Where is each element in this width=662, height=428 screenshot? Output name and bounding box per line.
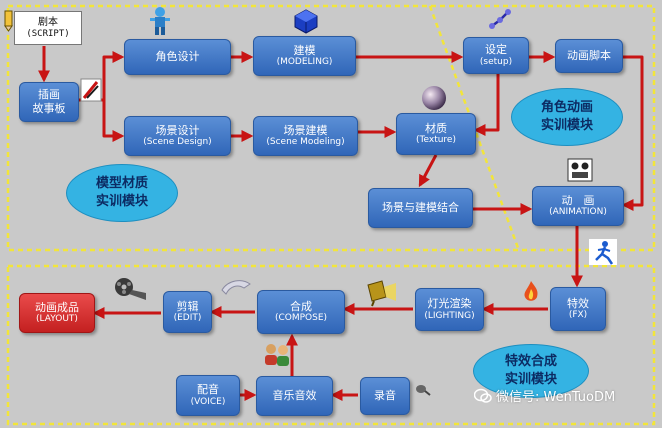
setup-node-subtitle: (setup) (479, 56, 513, 67)
lighting-node-subtitle: (LIGHTING) (424, 310, 475, 321)
storyboard-brush-icon (80, 78, 102, 102)
layout-node: 动画成品 (LAYOUT) (19, 293, 95, 333)
modeling-node-subtitle: (MODELING) (276, 57, 333, 68)
modeling-node: 建模 (MODELING) (253, 36, 356, 76)
lighting-node: 灯光渲染 (LIGHTING) (415, 288, 484, 331)
compose-node: 合成 (COMPOSE) (257, 290, 345, 334)
wechat-icon (474, 388, 492, 403)
compose-node-subtitle: (COMPOSE) (274, 313, 328, 324)
edit-tool-icon (221, 280, 251, 295)
fx-node: 特效 (FX) (550, 287, 606, 331)
script-node: 剧本 (SCRIPT) (14, 11, 82, 45)
texture-sphere-icon (422, 86, 446, 110)
fx-compose-module-line1: 特效合成 (504, 354, 557, 370)
setup-node-title: 设定 (485, 43, 507, 56)
lighting-node-title: 灯光渲染 (427, 297, 472, 310)
anim-script-node: 动画脚本 (555, 39, 623, 73)
character-anim-module-line1: 角色动画 (540, 100, 593, 116)
model-material-module-line1: 模型材质 (95, 176, 148, 192)
fx-fire-icon (524, 281, 538, 301)
storyboard-node: 插画 故事板 (19, 82, 79, 122)
lighting-spotlight-icon (367, 280, 396, 307)
record-microphone-icon (416, 385, 431, 396)
music-node-title: 音乐音效 (272, 389, 317, 403)
voice-node: 配音 (VOICE) (176, 375, 240, 416)
scene-combine-node: 场景与建模结合 (368, 188, 473, 228)
voice-node-subtitle: (VOICE) (190, 396, 226, 407)
storyboard-node-line2: 故事板 (32, 102, 66, 115)
model-material-module-label: 模型材质 实训模块 (66, 164, 178, 222)
music-node: 音乐音效 (256, 376, 333, 416)
setup-node: 设定 (setup) (463, 37, 529, 74)
wechat-watermark: 微信号: WenTuoDM (474, 386, 615, 405)
animation-node: 动 画 (ANIMATION) (532, 186, 624, 226)
animation-node-title: 动 画 (561, 193, 595, 207)
texture-node-subtitle: (Texture) (416, 135, 456, 146)
character-figure-icon (150, 7, 170, 35)
voice-node-title: 配音 (197, 383, 219, 396)
script-pencil-icon (4, 10, 13, 32)
model-cube-icon (294, 9, 318, 34)
character-design-node-title: 角色设计 (155, 50, 200, 64)
character-anim-module-line2: 实训模块 (540, 118, 593, 133)
storyboard-node-line1: 插画 (38, 88, 60, 102)
character-design-node: 角色设计 (124, 39, 231, 75)
watermark-text: 微信号: WenTuoDM (496, 390, 616, 405)
compose-node-title: 合成 (290, 299, 312, 313)
layout-node-subtitle: (LAYOUT) (36, 314, 78, 325)
fx-compose-module-label: 特效合成 实训模块 (473, 344, 589, 398)
scene-modeling-node: 场景建模 (Scene Modeling) (253, 116, 358, 156)
texture-node: 材质 (Texture) (396, 113, 476, 155)
arrow-texture-to-scene-combine (418, 154, 438, 188)
animation-node-subtitle: (ANIMATION) (549, 207, 607, 218)
model-material-module-line2: 实训模块 (95, 194, 148, 209)
scene-design-node-subtitle: (Scene Design) (143, 137, 212, 148)
edit-node: 剪辑 (EDIT) (163, 291, 212, 333)
scene-modeling-node-title: 场景建模 (283, 123, 328, 137)
top-module-frame (6, 4, 656, 252)
scene-combine-node-title: 场景与建模结合 (382, 201, 459, 215)
scene-modeling-node-subtitle: (Scene Modeling) (266, 137, 345, 148)
script-node-title: 剧本 (38, 16, 58, 28)
edit-film-reel-icon (115, 278, 146, 300)
character-anim-module-label: 角色动画 实训模块 (511, 88, 623, 146)
layout-node-title: 动画成品 (35, 300, 79, 314)
record-node: 录音 (360, 377, 410, 415)
record-node-title: 录音 (374, 389, 396, 403)
script-node-subtitle: (SCRIPT) (26, 28, 70, 39)
animation-clapper-icon (567, 158, 593, 182)
bottom-module-frame (6, 264, 656, 426)
arrow-setup-to-texture (473, 74, 500, 136)
fx-compose-module-line2: 实训模块 (504, 372, 557, 387)
fx-node-title: 特效 (567, 296, 589, 310)
setup-bone-icon (489, 9, 511, 29)
fx-runner-icon (589, 239, 617, 265)
scene-design-node-title: 场景设计 (155, 123, 200, 137)
arrow-anim-script-to-animation (621, 55, 644, 211)
edit-node-title: 剪辑 (176, 299, 199, 313)
scene-design-node: 场景设计 (Scene Design) (124, 116, 231, 156)
edit-node-subtitle: (EDIT) (173, 313, 202, 324)
texture-node-title: 材质 (425, 121, 447, 135)
voice-people-icon (265, 344, 289, 366)
fx-node-subtitle: (FX) (568, 310, 588, 321)
modeling-node-title: 建模 (293, 43, 316, 57)
arrow-storyboard-to-scene-design (102, 100, 125, 142)
anim-script-node-title: 动画脚本 (567, 49, 611, 63)
